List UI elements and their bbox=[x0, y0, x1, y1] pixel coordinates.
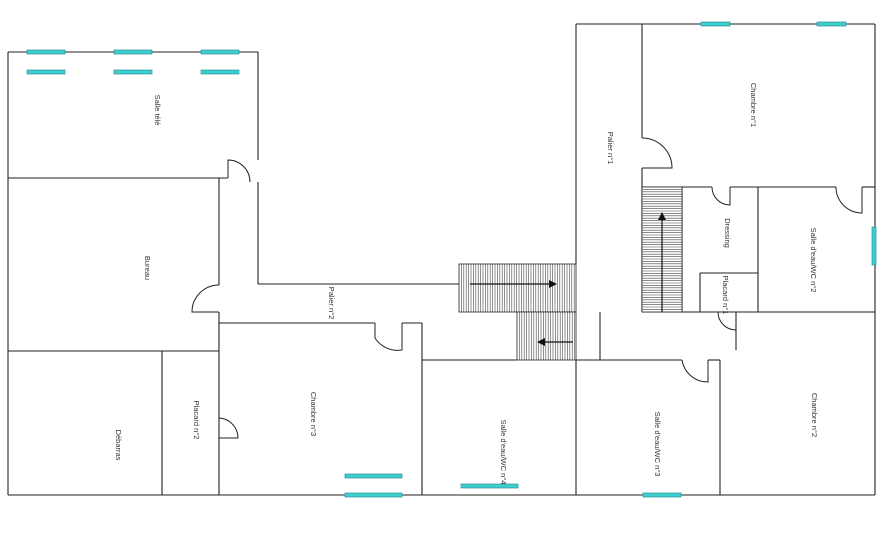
label-debarras: Débarras bbox=[114, 430, 123, 461]
label-palier-2: Palier n°2 bbox=[327, 287, 336, 320]
door bbox=[191, 284, 220, 313]
label-placard-2: Placard n°2 bbox=[192, 401, 201, 440]
window bbox=[816, 21, 847, 27]
walls bbox=[7, 23, 876, 496]
label-salle-tele: Salle télé bbox=[153, 95, 162, 126]
label-placard-1: Placard n°1 bbox=[721, 276, 730, 315]
door bbox=[218, 417, 239, 439]
door bbox=[681, 359, 709, 383]
window bbox=[871, 226, 877, 266]
window bbox=[642, 492, 682, 498]
door bbox=[711, 186, 731, 206]
room-labels: Salle télé Bureau Débarras Placard n°2 C… bbox=[114, 83, 819, 485]
label-dressing: Dressing bbox=[723, 218, 732, 248]
label-chambre-2: Chambre n°2 bbox=[810, 393, 819, 437]
label-salle-eau-wc-2: Salle d'eau/WC n°2 bbox=[809, 228, 818, 293]
window bbox=[460, 483, 519, 489]
window bbox=[700, 21, 731, 27]
door bbox=[717, 311, 737, 331]
window bbox=[200, 69, 240, 75]
stairs bbox=[458, 186, 683, 361]
door bbox=[374, 323, 403, 351]
label-salle-eau-wc-4: Salle d'eau/WC n°4 bbox=[499, 420, 508, 485]
label-salle-eau-wc-3: Salle d'eau/WC n°3 bbox=[653, 412, 662, 477]
label-bureau: Bureau bbox=[143, 256, 152, 280]
label-chambre-3: Chambre n°3 bbox=[309, 392, 318, 436]
window bbox=[200, 49, 240, 55]
label-palier-1: Palier n°1 bbox=[606, 132, 615, 165]
door bbox=[227, 159, 251, 183]
stair-flight-upper bbox=[458, 263, 577, 313]
window bbox=[344, 473, 403, 479]
window bbox=[113, 69, 153, 75]
window bbox=[26, 69, 66, 75]
window bbox=[113, 49, 153, 55]
window bbox=[344, 492, 403, 498]
door bbox=[835, 186, 863, 214]
windows bbox=[26, 21, 877, 498]
door bbox=[641, 137, 673, 169]
doors bbox=[191, 137, 863, 439]
window bbox=[26, 49, 66, 55]
label-chambre-1: Chambre n°1 bbox=[749, 83, 758, 127]
